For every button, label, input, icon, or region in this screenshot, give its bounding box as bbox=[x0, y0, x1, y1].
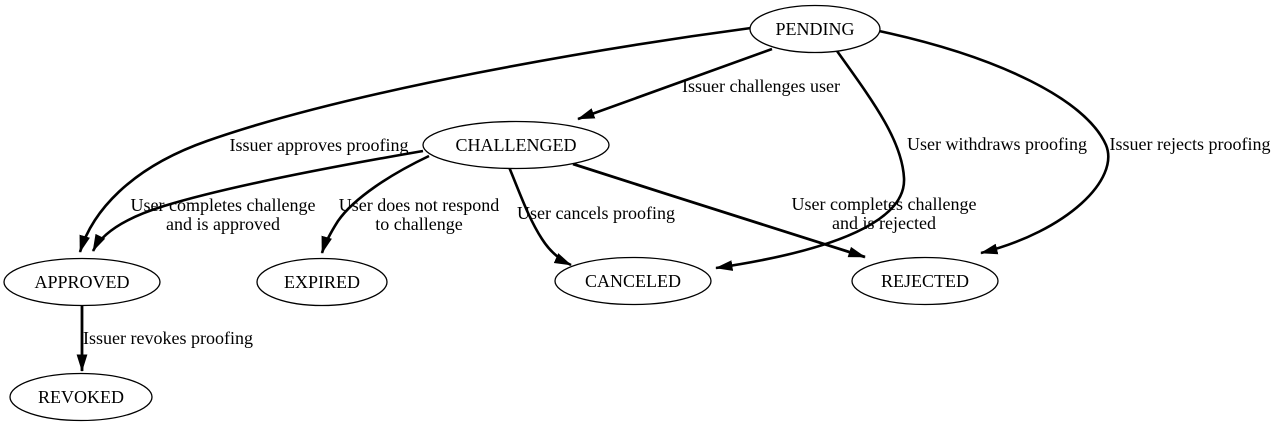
state-node-revoked: REVOKED bbox=[9, 372, 153, 422]
edge-label-challenged-expired-line2: to challenge bbox=[375, 214, 462, 234]
state-label-pending: PENDING bbox=[776, 19, 855, 39]
edge-pending-challenged bbox=[577, 47, 773, 121]
edge-label-pending-canceled: User withdraws proofing bbox=[907, 134, 1087, 154]
state-label-canceled: CANCELED bbox=[585, 271, 681, 291]
edge-pending-approved bbox=[78, 26, 752, 253]
state-ellipse-approved bbox=[3, 257, 161, 307]
edge-label-pending-approved: Issuer approves proofing bbox=[230, 135, 409, 155]
state-ellipse-canceled bbox=[554, 256, 712, 306]
state-ellipse-rejected bbox=[851, 256, 999, 306]
edge-label-approved-revoked: Issuer revokes proofing bbox=[83, 328, 253, 348]
state-ellipse-expired bbox=[256, 257, 388, 307]
edge-challenged-expired bbox=[320, 154, 430, 254]
edge-label-pending-challenged: Issuer challenges user bbox=[682, 76, 840, 96]
edge-label-challenged-approved-line1: User completes challenge bbox=[131, 195, 316, 215]
state-node-approved: APPROVED bbox=[3, 257, 161, 307]
edge-label-challenged-approved-line2: and is approved bbox=[166, 214, 280, 234]
state-ellipse-challenged bbox=[422, 120, 610, 170]
edges-layer bbox=[76, 26, 1110, 372]
state-label-challenged: CHALLENGED bbox=[456, 135, 577, 155]
state-ellipse-revoked bbox=[9, 372, 153, 422]
state-label-approved: APPROVED bbox=[34, 272, 129, 292]
edge-challenged-rejected bbox=[572, 162, 866, 259]
edge-label-pending-rejected: Issuer rejects proofing bbox=[1110, 134, 1271, 154]
edge-labels-layer: Issuer challenges user Issuer approves p… bbox=[83, 76, 1270, 348]
state-ellipse-pending bbox=[749, 4, 881, 54]
edge-label-challenged-canceled: User cancels proofing bbox=[517, 203, 675, 223]
edge-label-challenged-rejected-line2: and is rejected bbox=[832, 213, 936, 233]
edge-pending-rejected bbox=[878, 29, 1110, 255]
edge-challenged-approved bbox=[91, 149, 424, 252]
edge-pending-canceled bbox=[715, 50, 906, 271]
state-label-expired: EXPIRED bbox=[284, 272, 360, 292]
nodes-layer: PENDING CHALLENGED APPROVED EXPIRED CANC… bbox=[3, 4, 999, 422]
state-node-expired: EXPIRED bbox=[256, 257, 388, 307]
state-node-canceled: CANCELED bbox=[554, 256, 712, 306]
edge-challenged-canceled bbox=[507, 166, 572, 267]
edge-label-challenged-expired-line1: User does not respond bbox=[339, 195, 499, 215]
state-label-revoked: REVOKED bbox=[38, 387, 124, 407]
edge-label-challenged-rejected-line1: User completes challenge bbox=[792, 194, 977, 214]
state-node-challenged: CHALLENGED bbox=[422, 120, 610, 170]
state-node-pending: PENDING bbox=[749, 4, 881, 54]
state-node-rejected: REJECTED bbox=[851, 256, 999, 306]
state-label-rejected: REJECTED bbox=[881, 271, 969, 291]
